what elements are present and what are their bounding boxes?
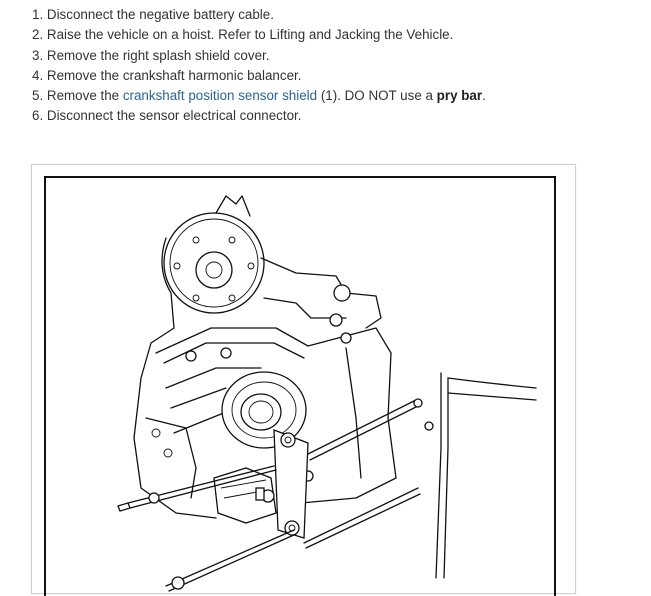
crankshaft-position-sensor <box>213 467 277 524</box>
step-4: 4. Remove the crankshaft harmonic balanc… <box>32 67 302 83</box>
procedure-steps: 1. Disconnect the negative battery cable… <box>32 5 486 127</box>
engine-illustration <box>44 176 556 596</box>
timing-cover <box>155 327 397 504</box>
figure-frame <box>31 164 576 596</box>
bolt-lower <box>165 529 297 592</box>
engine-drawing <box>117 195 537 592</box>
step-3: 3. Remove the right splash shield cover. <box>32 47 270 63</box>
step-5: 5. Remove the crankshaft position sensor… <box>32 88 486 104</box>
bolt-upper <box>117 465 277 512</box>
step-6: 6. Disconnect the sensor electrical conn… <box>32 108 302 124</box>
sensor-shield <box>273 429 309 539</box>
step-2: 2. Raise the vehicle on a hoist. Refer t… <box>32 27 454 43</box>
water-pump-pulley <box>163 195 265 314</box>
crankshaft-sensor-shield-link[interactable]: crankshaft position sensor shield <box>122 88 318 104</box>
step-1: 1. Disconnect the negative battery cable… <box>32 7 274 22</box>
crankshaft-seal <box>221 371 307 449</box>
